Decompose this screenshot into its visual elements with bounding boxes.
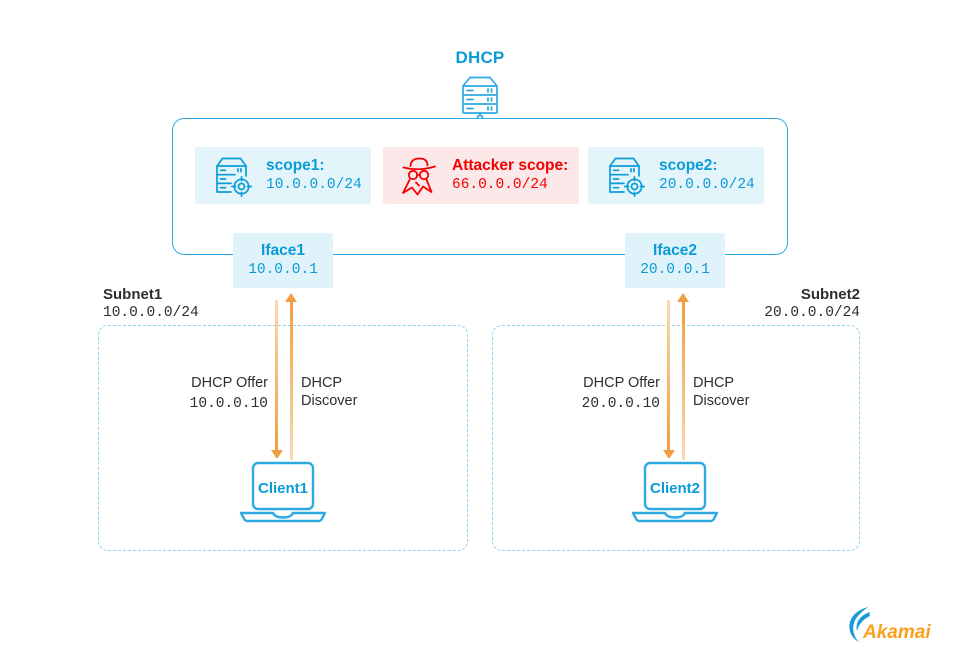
akamai-logo-text: Akamai bbox=[862, 622, 931, 643]
scope2-text: scope2: 20.0.0.0/24 bbox=[659, 156, 755, 194]
scope2-label: scope2: bbox=[659, 157, 718, 175]
client2-label: Client2 bbox=[649, 480, 700, 497]
server-scope-icon bbox=[609, 157, 646, 197]
iface1-box: Iface1 10.0.0.1 bbox=[233, 233, 333, 288]
scope1-cidr: 10.0.0.0/24 bbox=[266, 176, 362, 193]
akamai-logo: Akamai bbox=[849, 607, 931, 643]
iface1-ip: 10.0.0.1 bbox=[248, 262, 318, 278]
dhcp-offer-label-subnet2: DHCP Offer 20.0.0.10 bbox=[582, 374, 660, 413]
scope1-label: scope1: bbox=[266, 157, 325, 175]
dhcp-discover-text-line1: DHCP bbox=[301, 375, 343, 391]
dhcp-offer-ip: 20.0.0.10 bbox=[581, 396, 660, 413]
server-scope-icon bbox=[216, 157, 253, 197]
dhcp-discover-text-line1: DHCP bbox=[693, 375, 735, 391]
iface2-ip: 20.0.0.1 bbox=[640, 262, 710, 278]
client1-laptop-icon bbox=[239, 461, 327, 523]
dhcp-title: DHCP bbox=[455, 48, 505, 67]
subnet1-name: Subnet1 bbox=[103, 286, 163, 303]
dhcp-discover-text-line2: Discover bbox=[693, 393, 750, 410]
client1-label: Client1 bbox=[257, 480, 308, 497]
iface2-box: Iface2 20.0.0.1 bbox=[625, 233, 725, 288]
attacker-scope-box: Attacker scope: 66.0.0.0/24 bbox=[383, 147, 579, 204]
scope1-box: scope1: 10.0.0.0/24 bbox=[195, 147, 371, 204]
subnet1-label: Subnet1 10.0.0.0/24 bbox=[103, 286, 199, 321]
dhcp-offer-arrowhead-subnet1 bbox=[270, 450, 283, 459]
dhcp-discover-label-subnet2: DHCP Discover bbox=[693, 374, 749, 410]
dhcp-discover-label-subnet1: DHCP Discover bbox=[301, 374, 357, 410]
dhcp-offer-arrowhead-subnet2 bbox=[662, 450, 675, 459]
dhcp-offer-arrow-subnet1 bbox=[275, 300, 278, 450]
dhcp-discover-arrowhead-subnet2 bbox=[677, 293, 689, 302]
subnet2-cidr: 20.0.0.0/24 bbox=[764, 305, 860, 321]
scope2-cidr: 20.0.0.0/24 bbox=[659, 176, 755, 193]
attacker-scope-text: Attacker scope: 66.0.0.0/24 bbox=[452, 156, 568, 194]
dhcp-offer-text: DHCP Offer bbox=[191, 375, 268, 391]
subnet2-boundary bbox=[492, 325, 860, 551]
scope1-text: scope1: 10.0.0.0/24 bbox=[266, 156, 362, 194]
dhcp-discover-arrow-subnet1 bbox=[289, 302, 293, 460]
attacker-scope-cidr: 66.0.0.0/24 bbox=[452, 176, 548, 193]
attacker-spy-icon bbox=[402, 157, 436, 195]
scope2-box: scope2: 20.0.0.0/24 bbox=[588, 147, 764, 204]
iface1-name: Iface1 bbox=[261, 242, 305, 259]
attacker-scope-label: Attacker scope: bbox=[452, 157, 569, 175]
iface2-name: Iface2 bbox=[653, 242, 697, 259]
dhcp-offer-ip: 10.0.0.10 bbox=[189, 396, 268, 413]
dhcp-offer-arrow-subnet2 bbox=[667, 300, 670, 450]
dhcp-offer-text: DHCP Offer bbox=[583, 375, 660, 391]
dhcp-offer-label-subnet1: DHCP Offer 10.0.0.10 bbox=[190, 374, 268, 413]
client2-laptop-icon bbox=[631, 461, 719, 523]
subnet1-boundary bbox=[98, 325, 468, 551]
dhcp-discover-text-line2: Discover bbox=[301, 393, 358, 410]
dhcp-discover-arrowhead-subnet1 bbox=[285, 293, 297, 302]
dhcp-discover-arrow-subnet2 bbox=[681, 302, 685, 460]
dhcp-server-icon bbox=[462, 76, 498, 122]
subnet1-cidr: 10.0.0.0/24 bbox=[103, 305, 199, 321]
subnet2-name: Subnet2 bbox=[800, 286, 860, 303]
subnet2-label: Subnet2 20.0.0.0/24 bbox=[764, 286, 860, 321]
